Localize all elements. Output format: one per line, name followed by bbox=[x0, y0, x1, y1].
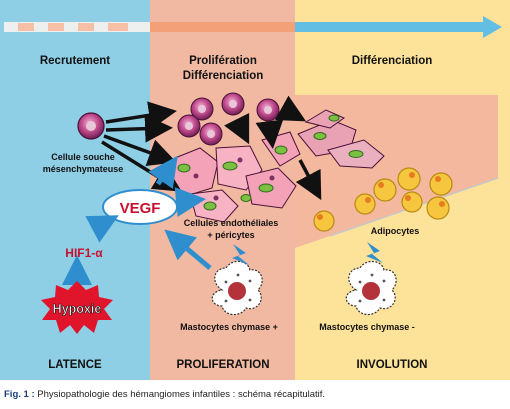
phase-latence: LATENCE bbox=[48, 359, 102, 371]
stem-cell bbox=[77, 112, 105, 140]
hypoxia-label: Hypoxie bbox=[53, 302, 102, 316]
mast-cell-plus bbox=[211, 260, 263, 316]
blue-arrows bbox=[62, 155, 212, 285]
figure-caption: Fig. 1 : Physiopathologie des hémangiome… bbox=[4, 389, 508, 400]
header-differenciation-sub: Différenciation bbox=[183, 70, 264, 82]
endothelial-label-2: + péricytes bbox=[207, 230, 254, 240]
bolt-plus bbox=[232, 244, 249, 265]
mast-plus-label: Mastocytes chymase + bbox=[180, 322, 278, 332]
proliferating-cells bbox=[177, 92, 280, 146]
mast-cell-minus bbox=[345, 260, 397, 316]
caption-text: Physiopathologie des hémangiomes infanti… bbox=[37, 389, 326, 400]
timeline-arrow bbox=[4, 16, 502, 38]
endothelial-label-1: Cellules endothéliales bbox=[184, 218, 279, 228]
hif-label: HIF1-α bbox=[65, 246, 103, 260]
vegf-label: VEGF bbox=[120, 200, 161, 217]
adipocytes bbox=[313, 167, 453, 232]
bolt-minus bbox=[366, 242, 383, 263]
stem-cell-label-1: Cellule souche bbox=[51, 152, 115, 162]
stem-cell-label-2: mésenchymateuse bbox=[43, 164, 124, 174]
header-recrutement: Recrutement bbox=[40, 55, 110, 67]
header-differenciation: Différenciation bbox=[352, 55, 433, 67]
header-proliferation: Prolifération bbox=[189, 55, 257, 67]
mast-minus-label: Mastocytes chymase - bbox=[319, 322, 415, 332]
caption-label: Fig. 1 : bbox=[4, 389, 35, 400]
phase-proliferation: PROLIFERATION bbox=[176, 359, 269, 371]
hypoxia-burst bbox=[41, 281, 113, 334]
mature-vessels bbox=[297, 109, 385, 169]
adipocytes-label: Adipocytes bbox=[371, 226, 420, 236]
phase-involution: INVOLUTION bbox=[357, 359, 428, 371]
